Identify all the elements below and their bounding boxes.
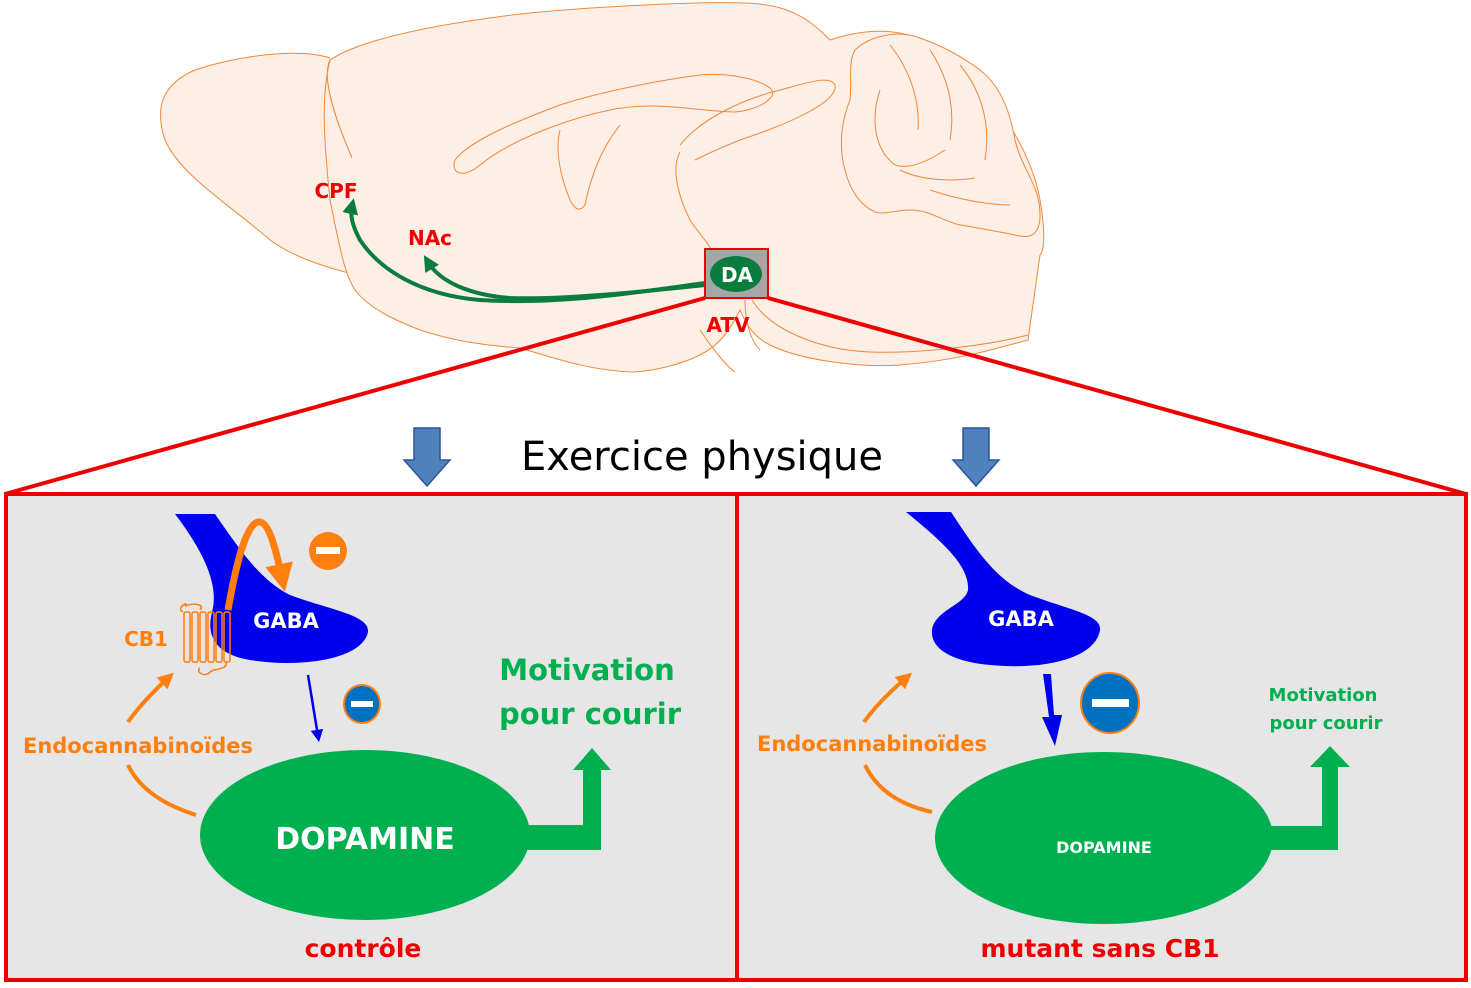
panel-controle-content: GABA CB1 Endocannabinoïdes DOPAMINE Mo: [23, 514, 682, 963]
endocannabinoides-label-mutant: Endocannabinoïdes: [757, 732, 987, 756]
corpus-callosum: [453, 73, 773, 174]
minus-bar-blue-large: [1092, 699, 1129, 707]
gaba-to-dopamine-arrow-strong: [1042, 674, 1062, 746]
cerebellum-folia: [874, 44, 1011, 206]
panel-mutant-content: GABA Endocannabinoïdes DOPAMINE Motivati…: [757, 512, 1383, 963]
motivation-line2: pour courir: [499, 697, 682, 731]
nac-label: NAc: [408, 226, 452, 250]
motivation-arrow: [525, 748, 611, 850]
motivation-line1: Motivation: [499, 653, 674, 687]
cb1-receptor-icon: [179, 603, 231, 676]
da-neuron: [710, 256, 762, 292]
endocannabinoid-arrow-base: [126, 764, 197, 817]
gaba-terminal-mutant: [906, 512, 1101, 667]
down-arrow-right: [951, 427, 1001, 488]
caption-mutant: mutant sans CB1: [980, 934, 1219, 963]
endocannabinoides-label: Endocannabinoïdes: [23, 734, 253, 758]
endocannabinoid-arrow-up: [126, 672, 174, 724]
cb1-label: CB1: [124, 627, 168, 651]
minus-bar-orange: [316, 547, 340, 554]
dopamine-label: DOPAMINE: [275, 822, 454, 857]
motivation-line2-mutant: pour courir: [1270, 713, 1383, 734]
projection-to-nac: [423, 255, 706, 301]
down-arrow-left: [402, 427, 452, 488]
dopamine-label-mutant: DOPAMINE: [1056, 838, 1152, 857]
atv-label: ATV: [706, 313, 750, 337]
minus-bar-blue: [351, 701, 373, 707]
zoom-line-left: [4, 296, 706, 496]
da-label: DA: [721, 263, 754, 287]
motivation-arrow-mutant: [1265, 746, 1350, 850]
motivation-line1-mutant: Motivation: [1269, 685, 1378, 706]
caption-controle: contrôle: [305, 934, 422, 963]
dopamine-neuron-mutant: [935, 752, 1273, 924]
gaba-label-mutant: GABA: [988, 607, 1054, 631]
gaba-to-dopamine-arrow: [306, 674, 324, 743]
cpf-label: CPF: [315, 179, 358, 203]
olfactory-bulb: [159, 52, 356, 276]
hippocampus: [557, 124, 621, 210]
title-exercice-physique: Exercice physique: [521, 434, 883, 480]
dopamine-neuron: [200, 750, 530, 920]
zoom-line-right: [767, 296, 1467, 496]
brain-illustration: [159, 2, 1045, 373]
cerebellum: [840, 33, 1041, 237]
endocannabinoid-arrow-up-mutant: [862, 672, 913, 724]
endocannabinoid-arrow-base-mutant: [863, 764, 933, 814]
brainstem-line: [675, 151, 713, 253]
cortex-boundary: [326, 59, 353, 159]
gaba-label: GABA: [253, 609, 319, 633]
ventral-notch: [699, 299, 761, 373]
midbrain-curve: [679, 79, 836, 161]
retrograde-signal-arrow: [224, 518, 293, 611]
pons: [751, 299, 1029, 353]
